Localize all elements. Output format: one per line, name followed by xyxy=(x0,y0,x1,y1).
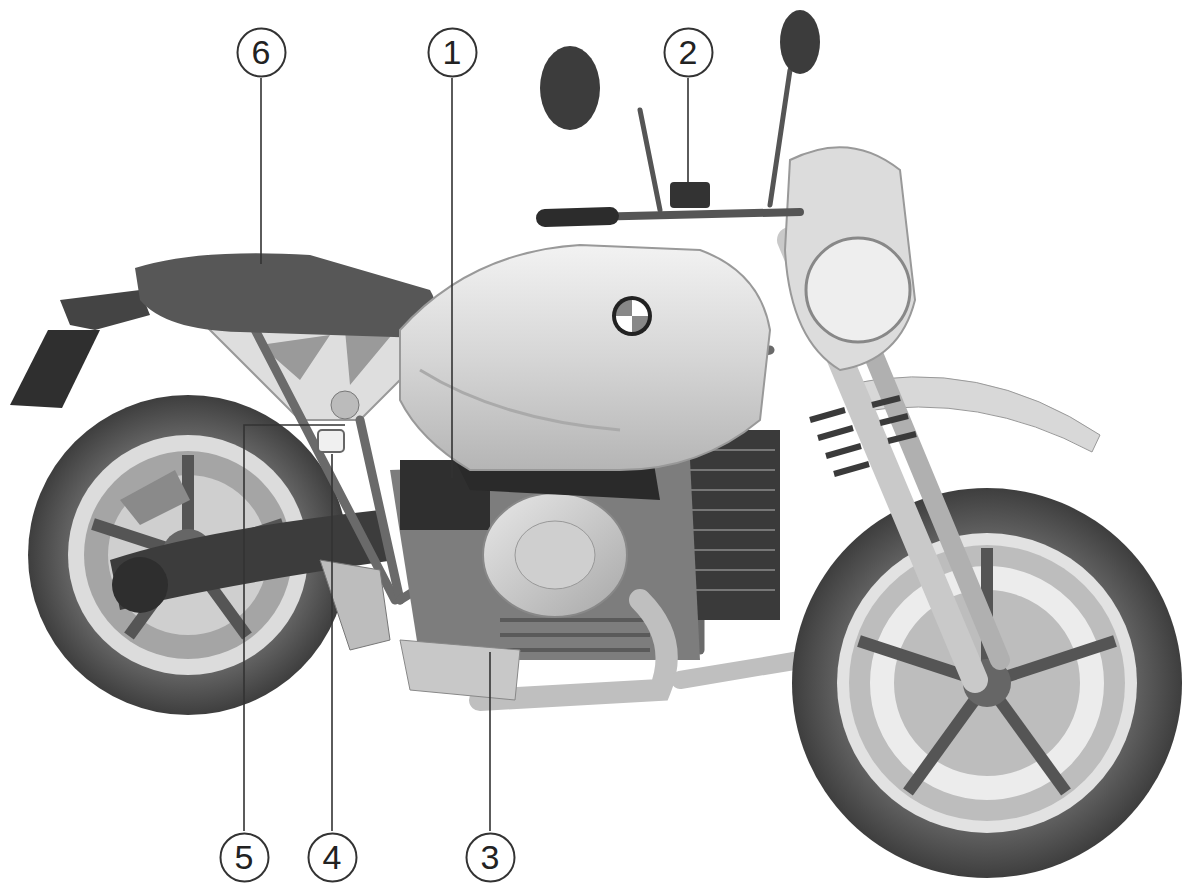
brand-badge xyxy=(612,296,652,336)
callout-number: 5 xyxy=(235,840,254,874)
leader-line xyxy=(451,78,453,478)
leader-line xyxy=(244,425,345,831)
leader-line xyxy=(260,78,262,264)
callout-circle: 3 xyxy=(465,832,516,883)
circle-outline xyxy=(428,28,476,76)
callout-circle: 1 xyxy=(427,27,478,78)
circle-outline xyxy=(237,28,285,76)
fairing xyxy=(785,147,915,370)
callout-number: 3 xyxy=(481,840,500,874)
circle-outline xyxy=(664,28,712,76)
license-plate xyxy=(10,330,100,408)
callout-circle: 5 xyxy=(219,832,270,883)
callout-number: 1 xyxy=(443,35,462,69)
circle-outline xyxy=(466,833,514,881)
leader-line xyxy=(687,78,689,182)
callout-circle: 4 xyxy=(307,832,358,883)
seat xyxy=(135,253,436,338)
callout-circle: 6 xyxy=(236,27,287,78)
fuel-tank xyxy=(400,245,770,470)
leader-line xyxy=(331,454,333,831)
leader-line xyxy=(489,652,491,831)
callout-number: 4 xyxy=(323,840,342,874)
callout-number: 6 xyxy=(252,35,271,69)
callout-number: 2 xyxy=(679,35,698,69)
callout-circle: 2 xyxy=(663,27,714,78)
circle-outline xyxy=(308,833,356,881)
mirror xyxy=(780,10,820,74)
circle-outline xyxy=(220,833,268,881)
mirror xyxy=(540,46,600,130)
